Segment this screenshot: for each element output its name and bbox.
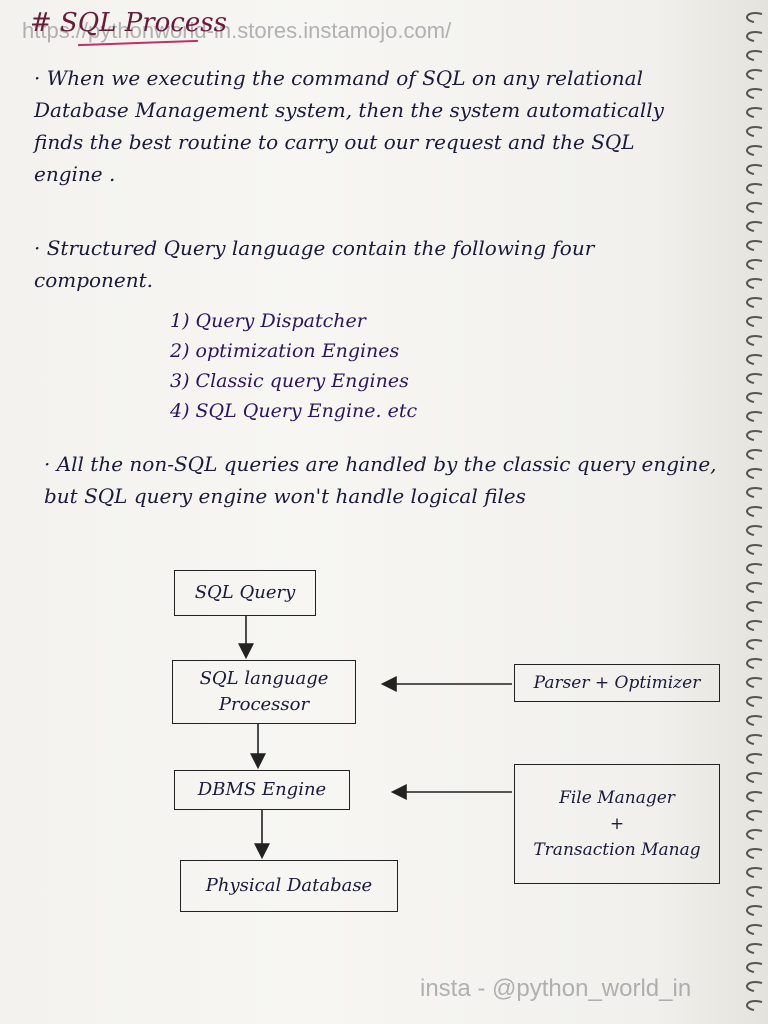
spiral-loop <box>746 183 763 194</box>
spiral-binding <box>746 12 763 1011</box>
spiral-loop <box>746 487 763 498</box>
spiral-loop <box>746 658 763 669</box>
spiral-loop <box>746 297 763 308</box>
paragraph-intro: · When we executing the command of SQL o… <box>34 66 664 186</box>
box-sql-query: SQL Query <box>174 570 316 616</box>
box-label: SQL language <box>199 668 329 689</box>
spiral-loop <box>746 943 763 954</box>
paragraph-classic-engine: · All the non-SQL queries are handled by… <box>44 452 717 508</box>
page-title: # SQL Process <box>30 8 227 38</box>
list-item: 4) SQL Query Engine. etc <box>170 400 418 422</box>
box-label: Parser + Optimizer <box>533 673 701 693</box>
spiral-loop <box>746 202 763 213</box>
spiral-loop <box>746 848 763 859</box>
spiral-loop <box>746 639 763 650</box>
spiral-loop <box>746 316 763 327</box>
spiral-loop <box>746 278 763 289</box>
box-label: Processor <box>218 694 310 715</box>
spiral-loop <box>746 50 763 61</box>
spiral-loop <box>746 12 763 23</box>
box-label: Physical Database <box>205 875 373 896</box>
box-label: DBMS Engine <box>197 779 327 800</box>
component-list: 1) Query Dispatcher 2) optimization Engi… <box>170 306 417 426</box>
spiral-loop <box>746 696 763 707</box>
watermark-url: https://pythonworld-in.stores.instamojo.… <box>22 18 452 43</box>
spiral-loop <box>746 430 763 441</box>
box-label: + <box>609 814 625 834</box>
box-label: File Manager <box>559 788 675 808</box>
spiral-loop <box>746 468 763 479</box>
spiral-loop <box>746 1000 763 1011</box>
box-sql-language-processor: SQL language Processor <box>172 660 356 724</box>
spiral-loop <box>746 810 763 821</box>
spiral-loop <box>746 354 763 365</box>
spiral-loop <box>746 563 763 574</box>
box-dbms-engine: DBMS Engine <box>174 770 350 810</box>
spiral-loop <box>746 582 763 593</box>
spiral-loop <box>746 791 763 802</box>
spiral-loop <box>746 88 763 99</box>
spiral-loop <box>746 677 763 688</box>
box-label: SQL Query <box>194 582 296 603</box>
spiral-loop <box>746 772 763 783</box>
box-file-transaction-manager: File Manager + Transaction Manag <box>514 764 720 884</box>
box-parser-optimizer: Parser + Optimizer <box>514 664 720 702</box>
spiral-loop <box>746 506 763 517</box>
box-label: Transaction Manag <box>533 840 701 860</box>
spiral-loop <box>746 221 763 232</box>
spiral-loop <box>746 753 763 764</box>
spiral-loop <box>746 544 763 555</box>
spiral-loop <box>746 905 763 916</box>
box-physical-database: Physical Database <box>180 860 398 912</box>
spiral-loop <box>746 867 763 878</box>
spiral-loop <box>746 715 763 726</box>
spiral-loop <box>746 335 763 346</box>
spiral-loop <box>746 829 763 840</box>
spiral-loop <box>746 981 763 992</box>
spiral-loop <box>746 259 763 270</box>
spiral-loop <box>746 107 763 118</box>
spiral-loop <box>746 962 763 973</box>
spiral-loop <box>746 886 763 897</box>
spiral-loop <box>746 392 763 403</box>
spiral-loop <box>746 145 763 156</box>
spiral-loop <box>746 525 763 536</box>
spiral-loop <box>746 240 763 251</box>
list-item: 2) optimization Engines <box>170 340 400 362</box>
list-item: 3) Classic query Engines <box>170 370 409 392</box>
spiral-loop <box>746 69 763 80</box>
spiral-loop <box>746 126 763 137</box>
spiral-loop <box>746 601 763 612</box>
spiral-loop <box>746 449 763 460</box>
spiral-loop <box>746 734 763 745</box>
spiral-loop <box>746 411 763 422</box>
watermark-handle: insta - @python_world_in <box>420 975 692 1002</box>
paragraph-components: · Structured Query language contain the … <box>34 236 595 292</box>
spiral-loop <box>746 924 763 935</box>
spiral-loop <box>746 164 763 175</box>
list-item: 1) Query Dispatcher <box>170 310 366 332</box>
spiral-loop <box>746 373 763 384</box>
spiral-loop <box>746 620 763 631</box>
spiral-loop <box>746 31 763 42</box>
